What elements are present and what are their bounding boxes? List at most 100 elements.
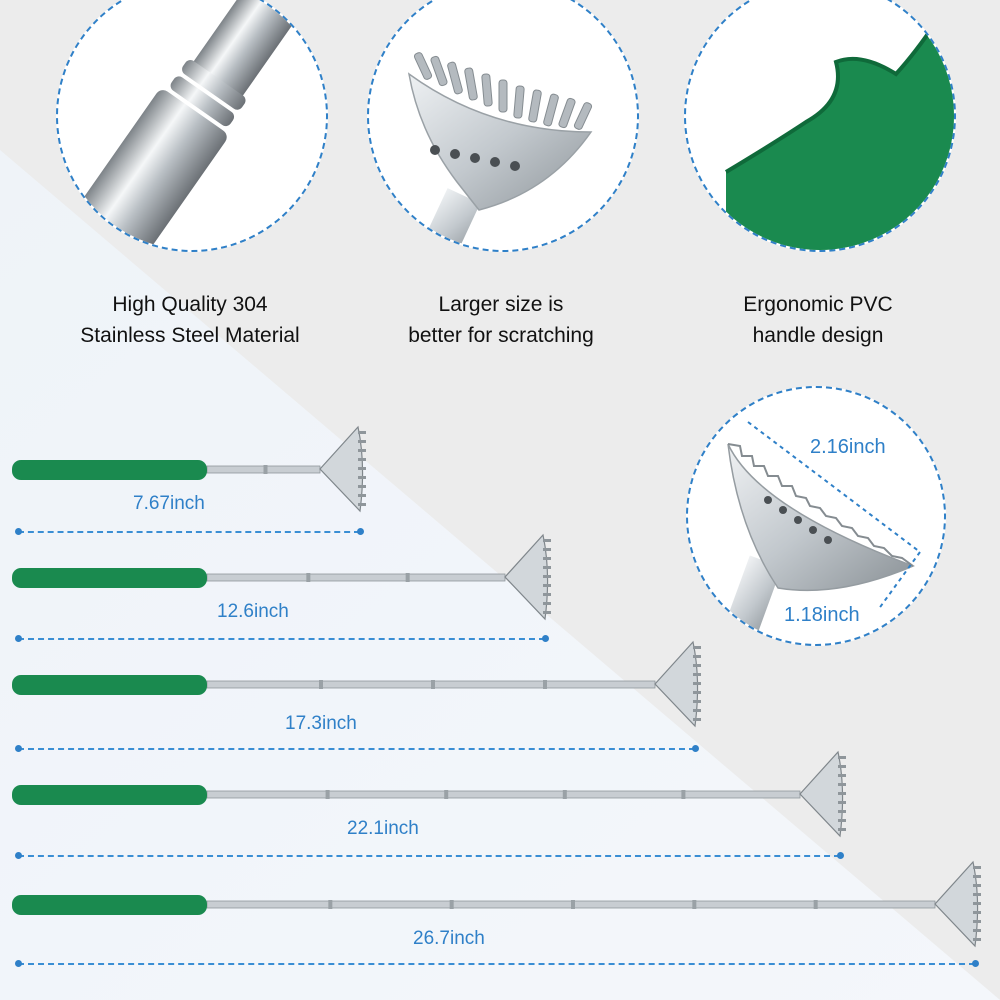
scratcher-tooth (543, 539, 551, 542)
scratcher-tooth (543, 566, 551, 569)
shaft-joint (319, 680, 323, 689)
dimension-endpoint (357, 528, 364, 535)
scratcher-tooth (358, 431, 366, 434)
scratcher-tooth (973, 866, 981, 869)
shaft-joint (562, 790, 567, 799)
scratcher-tooth (358, 449, 366, 452)
scratcher-tooth (358, 467, 366, 470)
back-scratcher (12, 860, 981, 948)
feature-circle-size (367, 0, 639, 252)
scratcher-tooth (693, 718, 701, 721)
feature-caption-size: Larger size is better for scratching (408, 293, 594, 347)
scratcher-tooth (973, 875, 981, 878)
scratcher-tooth (543, 548, 551, 551)
length-label: 22.1inch (347, 818, 419, 839)
scratcher-tooth (973, 938, 981, 941)
shaft-joint (405, 573, 410, 582)
feature-caption-steel: High Quality 304 Stainless Steel Materia… (80, 293, 300, 347)
dimension-endpoint (15, 960, 22, 967)
shaft-joint (431, 680, 435, 689)
dimension-endpoint (15, 528, 22, 535)
scratcher-tooth (838, 801, 846, 804)
shaft-joint (449, 900, 454, 909)
back-scratcher (12, 640, 701, 728)
length-label: 17.3inch (285, 713, 357, 734)
scratcher-tooth (693, 655, 701, 658)
shaft-joint (444, 790, 449, 799)
scratcher-tooth (973, 920, 981, 923)
dimension-endpoint (972, 960, 979, 967)
scratcher-tooth (693, 664, 701, 667)
scratcher-tooth (838, 810, 846, 813)
back-scratcher (12, 750, 846, 838)
scratcher-tooth (358, 503, 366, 506)
dimension-endpoint (837, 852, 844, 859)
shaft-joint (328, 900, 333, 909)
scratcher-tooth (838, 783, 846, 786)
length-label: 12.6inch (217, 601, 289, 622)
pvc-handle-icon (724, 20, 954, 250)
scratcher-head (654, 640, 699, 728)
shaft-joint (692, 900, 697, 909)
scratcher-tooth (358, 485, 366, 488)
scratcher-tooth (973, 893, 981, 896)
pvc-handle (12, 895, 207, 915)
scratcher-tooth (543, 557, 551, 560)
scratcher-tooth (693, 691, 701, 694)
back-scratcher (12, 425, 366, 513)
shaft-joint (306, 573, 311, 582)
scratcher-tooth (693, 709, 701, 712)
scratcher-tooth (838, 774, 846, 777)
scratcher-tooth (693, 673, 701, 676)
scratcher-head (504, 533, 549, 621)
head-dimension-circle: 2.16inch 1.18inch (686, 386, 946, 646)
head-width-label: 2.16inch (810, 436, 886, 458)
scratcher-tooth (693, 682, 701, 685)
pvc-handle (12, 568, 207, 588)
scratcher-tooth (543, 611, 551, 614)
steel-shaft (206, 573, 506, 582)
scratcher-tooth (838, 756, 846, 759)
dimension-endpoint (15, 852, 22, 859)
feature-circle-handle (684, 0, 956, 252)
scratcher-tooth (973, 911, 981, 914)
head-height-label: 1.18inch (784, 604, 860, 626)
scratcher-tooth (358, 476, 366, 479)
shaft-joint (681, 790, 686, 799)
shaft-joint (813, 900, 818, 909)
scratcher-tooth (693, 646, 701, 649)
shaft-joint (325, 790, 330, 799)
scratcher-head (319, 425, 364, 513)
length-dimension-line (18, 855, 840, 857)
pvc-handle (12, 460, 207, 480)
pvc-handle (12, 785, 207, 805)
scratcher-tooth (973, 902, 981, 905)
scratcher-tooth (838, 792, 846, 795)
dimension-endpoint (15, 745, 22, 752)
scratcher-tooth (543, 584, 551, 587)
scratcher-head (934, 860, 979, 948)
length-dimension-line (18, 963, 975, 965)
steel-shaft-icon (66, 0, 317, 250)
scratcher-head (799, 750, 844, 838)
dimension-endpoint (542, 635, 549, 642)
scratcher-tooth (693, 700, 701, 703)
scratcher-tooth (838, 765, 846, 768)
scratcher-tooth (973, 884, 981, 887)
scratcher-tooth (358, 494, 366, 497)
scratcher-tooth (838, 819, 846, 822)
length-dimension-line (18, 531, 360, 533)
scratcher-tooth (838, 828, 846, 831)
pvc-handle (12, 675, 207, 695)
scratcher-tooth (973, 929, 981, 932)
length-dimension-line (18, 748, 695, 750)
length-label: 7.67inch (133, 493, 205, 514)
dimension-endpoint (692, 745, 699, 752)
length-dimension-line (18, 638, 545, 640)
shaft-joint (571, 900, 575, 909)
feature-caption-handle: Ergonomic PVC handle design (743, 293, 893, 347)
scratcher-head-icon (407, 52, 593, 250)
length-label: 26.7inch (413, 928, 485, 949)
scratcher-tooth (543, 593, 551, 596)
back-scratcher (12, 533, 551, 621)
